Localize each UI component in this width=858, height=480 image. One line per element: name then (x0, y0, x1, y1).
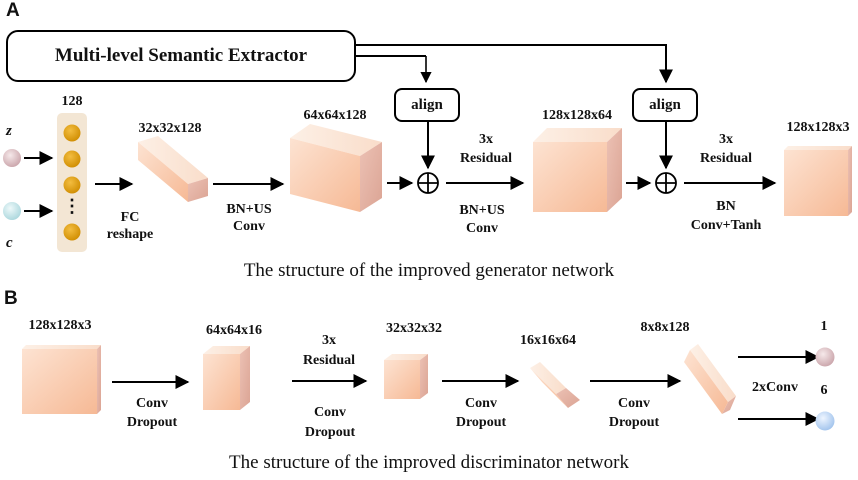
feature-map-cube (533, 128, 622, 212)
op-label: BN (716, 199, 736, 214)
discriminator-caption: The structure of the improved discrimina… (229, 452, 629, 473)
size-label: 16x16x64 (520, 333, 576, 348)
sum-operator-2 (655, 172, 677, 194)
panel-label-a: A (6, 0, 20, 21)
size-label: 128x128x3 (28, 318, 92, 333)
op-label: 2xConv (752, 380, 798, 395)
feature-map-cube (290, 124, 382, 212)
op-label: BN+US (226, 202, 272, 217)
neuron (63, 176, 81, 194)
op-label: Residual (459, 151, 513, 166)
op-label: Conv+Tanh (690, 218, 762, 233)
z-input-node (3, 149, 21, 167)
op-label: 3x (479, 132, 493, 147)
disc-cube-8 (684, 344, 736, 414)
neuron (63, 124, 81, 142)
vector-size-label: 128 (61, 94, 83, 109)
op-label: Conv (466, 221, 498, 236)
op-label: Residual (302, 353, 356, 368)
z-label: z (6, 123, 12, 139)
op-label: Dropout (304, 425, 356, 440)
op-label: Conv (136, 396, 168, 411)
op-label: FC (120, 210, 140, 225)
neuron-ellipsis: ⋮ (63, 196, 81, 216)
output-node-class (815, 411, 835, 431)
op-label: Conv (465, 396, 497, 411)
size-label: 32x32x32 (386, 321, 442, 336)
size-label: 8x8x128 (640, 320, 690, 335)
feature-map-cube (138, 136, 208, 202)
op-label: 3x (719, 132, 733, 147)
op-label: Conv (618, 396, 650, 411)
align-box-1: align (394, 88, 460, 122)
op-label: Dropout (608, 415, 660, 430)
op-label: Residual (699, 151, 753, 166)
op-label: 3x (322, 333, 336, 348)
output-image-cube (784, 146, 852, 216)
c-input-node (3, 202, 21, 220)
size-label: 64x64x16 (206, 323, 262, 338)
align-box-2: align (632, 88, 698, 122)
size-label: 128x128x64 (542, 108, 612, 123)
panel-label-b: B (4, 288, 18, 309)
size-label: 32x32x128 (138, 121, 202, 136)
disc-input-cube (22, 345, 101, 414)
output-label: 1 (820, 319, 828, 334)
extractor-connectors (356, 44, 673, 170)
op-label: Dropout (455, 415, 507, 430)
semantic-extractor-box: Multi-level Semantic Extractor (6, 30, 356, 82)
op-label: Conv (314, 405, 346, 420)
neuron (63, 223, 81, 241)
neuron (63, 150, 81, 168)
c-label: c (6, 235, 13, 251)
size-label: 64x64x128 (303, 108, 367, 123)
disc-cube-32 (384, 354, 428, 399)
op-label: reshape (106, 227, 154, 242)
generator-caption: The structure of the improved generator … (243, 260, 615, 281)
op-label: BN+US (459, 203, 505, 218)
sum-operator-1 (417, 172, 439, 194)
op-label: Dropout (126, 415, 178, 430)
disc-cube-64 (203, 346, 250, 410)
op-label: Conv (233, 219, 265, 234)
disc-cube-16 (530, 362, 580, 408)
output-node-real-fake (815, 347, 835, 367)
output-label: 6 (820, 383, 828, 398)
size-label: 128x128x3 (786, 120, 850, 135)
